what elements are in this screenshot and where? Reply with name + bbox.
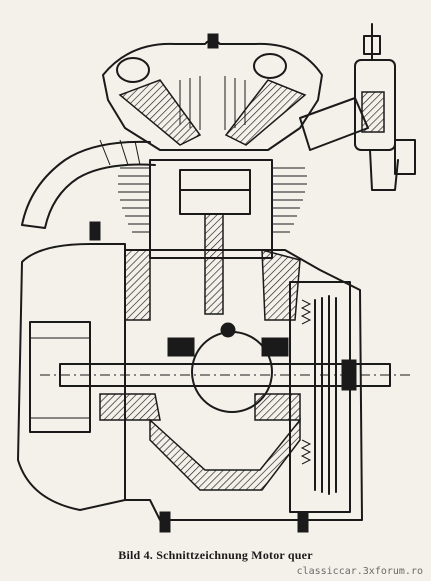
drain-plug <box>297 511 309 533</box>
right-rocker-arm <box>224 79 307 146</box>
right-main-bearing <box>261 337 289 357</box>
left-valve-spring <box>116 57 150 83</box>
exhaust-pipe <box>21 139 156 229</box>
watermark: classiccar.3xforum.ro <box>296 566 423 577</box>
carburettor <box>299 23 416 191</box>
clutch-plates <box>314 295 337 495</box>
cylinder-head <box>102 33 323 151</box>
left-rocker-arm <box>118 79 202 146</box>
drain-plug <box>159 511 171 533</box>
head-cooling-fins <box>179 76 246 130</box>
cylinder-cooling-fins <box>118 167 307 233</box>
piston <box>179 169 251 215</box>
left-dynamo-cover <box>17 221 126 511</box>
flywheel-section <box>149 417 301 491</box>
head-bolt <box>207 33 219 49</box>
connecting-rod <box>204 213 224 315</box>
clutch-pressure-plate <box>341 359 357 391</box>
right-valve-spring <box>253 53 287 79</box>
crank-pin <box>220 322 236 338</box>
clutch-springs <box>300 299 312 465</box>
figure-caption: Bild 4. Schnittzeichnung Motor quer <box>118 548 313 562</box>
crankcase <box>40 249 410 533</box>
left-main-bearing <box>167 337 195 357</box>
oil-filler-plug <box>89 221 101 241</box>
dynamo-armature <box>29 321 91 433</box>
clutch-assembly <box>289 281 357 513</box>
